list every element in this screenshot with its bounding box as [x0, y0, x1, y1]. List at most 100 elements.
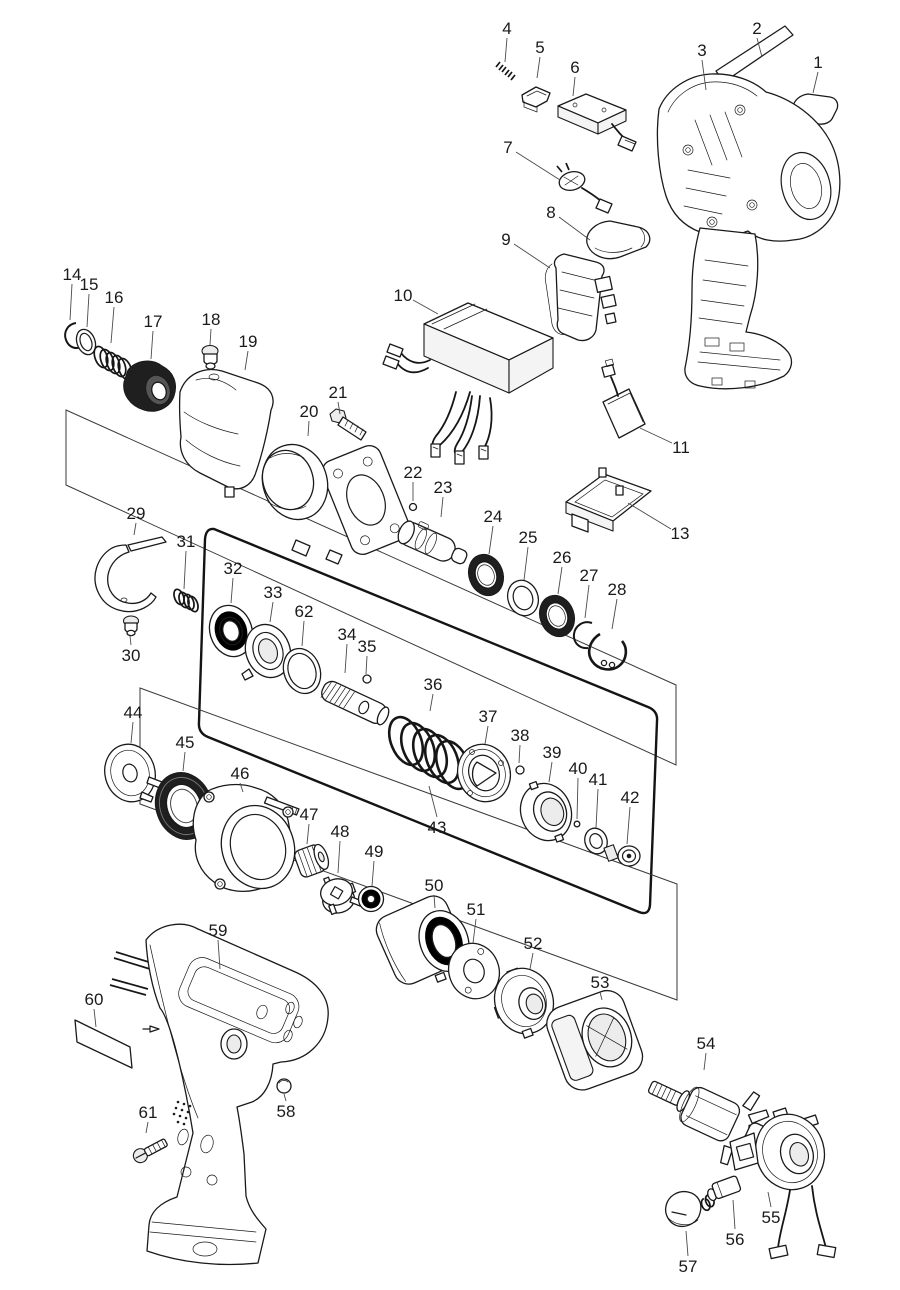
part-label-28-retaining-ring: 28 [608, 580, 627, 630]
part-label-5-switch-button: 5 [535, 38, 545, 79]
part-number-37: 37 [479, 707, 498, 726]
part-label-18-screw: 18 [202, 310, 220, 346]
leader-line-43 [428, 785, 438, 818]
part-label-46-gear-case: 46 [231, 764, 250, 793]
part-13-terminal-cover [565, 467, 652, 533]
leader-line-27 [584, 584, 590, 619]
leader-line-32 [230, 577, 234, 604]
part-15-washer [75, 328, 97, 356]
part-label-52-bearing-retainer: 52 [524, 934, 542, 970]
part-label-26-ball-bearing: 26 [553, 548, 571, 595]
part-label-6-micro-switch: 6 [570, 58, 580, 97]
part-label-59-housing-half-left: 59 [209, 921, 227, 970]
part-number-56: 56 [726, 1230, 745, 1249]
part-5-switch-button [521, 86, 551, 113]
part-number-32: 32 [224, 559, 243, 578]
part-3-housing-right [656, 73, 841, 390]
leader-line-19 [244, 350, 249, 371]
part-label-21-bolt: 21 [329, 383, 348, 415]
part-label-50-internal-gear: 50 [425, 876, 443, 909]
part-label-16-spring: 16 [105, 288, 123, 344]
leader-line-1 [812, 71, 819, 94]
part-label-44-cam: 44 [124, 703, 142, 744]
leader-line-30 [129, 635, 132, 646]
leader-line-21 [337, 401, 341, 415]
part-32-ratchet-gear [208, 604, 254, 658]
grip-texture-dots [172, 1100, 192, 1126]
part-label-24-ball-bearing: 24 [484, 507, 503, 555]
part-label-54-armature: 54 [697, 1034, 715, 1071]
part-number-8: 8 [546, 203, 555, 222]
part-label-41-washer: 41 [589, 770, 608, 829]
leader-line-47 [306, 823, 310, 845]
part-18-screw [201, 344, 219, 370]
part-label-38-steel-ball: 38 [511, 726, 529, 764]
part-label-27-snap-ring: 27 [580, 566, 598, 619]
part-57-cap [664, 1190, 702, 1228]
leader-line-36 [429, 693, 434, 712]
part-11-terminal-plate [601, 358, 646, 439]
leader-line-34 [344, 643, 348, 674]
part-number-6: 6 [570, 58, 579, 77]
leader-line-45 [182, 751, 186, 772]
part-47-pinion [294, 843, 330, 878]
part-49-gear [357, 885, 385, 913]
part-41-washer [584, 827, 608, 855]
part-label-25-ring: 25 [519, 528, 537, 581]
part-number-30: 30 [122, 646, 141, 665]
leader-line-3 [701, 59, 707, 91]
leader-line-37 [484, 725, 489, 745]
part-number-31: 31 [177, 532, 196, 551]
leader-line-17 [150, 330, 154, 360]
part-27-snap-ring [572, 621, 593, 650]
leader-line-6 [572, 76, 576, 97]
part-number-36: 36 [424, 675, 443, 694]
part-22-ball [408, 502, 418, 512]
part-25-ring [506, 579, 540, 617]
part-30-screw [122, 615, 140, 637]
part-number-10: 10 [394, 286, 413, 305]
part-4-spring [495, 61, 516, 81]
part-40-ball [573, 820, 581, 828]
part-label-30-screw: 30 [122, 635, 141, 665]
part-label-33-ball-bearing: 33 [264, 583, 282, 623]
part-62-o-ring [282, 647, 322, 695]
part-label-23-spindle: 23 [434, 478, 452, 518]
leader-line-57 [685, 1230, 689, 1257]
panel-band-upper [65, 409, 677, 766]
part-label-4-small-spring: 4 [502, 19, 512, 63]
leader-line-26 [557, 566, 563, 595]
part-number-41: 41 [589, 770, 608, 789]
part-number-62: 62 [295, 602, 314, 621]
part-label-47-pinion-gear: 47 [300, 805, 318, 845]
leader-line-48 [337, 840, 341, 874]
part-35-ball [362, 674, 372, 684]
part-42-screw [603, 844, 641, 867]
part-label-53-yoke: 53 [591, 973, 609, 1001]
part-26-bearing [538, 594, 576, 638]
part-label-29-band: 29 [127, 504, 145, 536]
part-number-13: 13 [671, 524, 690, 543]
part-label-3-housing-half-right: 3 [697, 41, 707, 91]
part-label-55-end-bell-with-leads: 55 [762, 1191, 780, 1227]
part-label-61-screw: 61 [139, 1103, 157, 1134]
part-label-34-threaded-shaft: 34 [338, 625, 356, 674]
part-number-1: 1 [813, 53, 822, 72]
part-number-28: 28 [608, 580, 627, 599]
part-33-bearing [241, 623, 292, 681]
part-number-21: 21 [329, 383, 348, 402]
part-label-57-brush-cap: 57 [679, 1230, 697, 1276]
part-61-screw [132, 1138, 168, 1164]
part-7-sensor [556, 162, 613, 214]
part-label-45-bearing-ring: 45 [176, 733, 194, 772]
part-number-24: 24 [484, 507, 503, 526]
part-label-48-planet-carrier: 48 [331, 822, 349, 874]
part-number-20: 20 [300, 402, 319, 421]
leader-line-29 [133, 522, 137, 536]
part-10-controller [382, 302, 554, 465]
part-number-60: 60 [85, 990, 104, 1009]
part-number-46: 46 [231, 764, 250, 783]
leader-line-59 [217, 939, 221, 970]
leader-line-4 [504, 37, 508, 63]
part-39-collar [519, 780, 573, 843]
